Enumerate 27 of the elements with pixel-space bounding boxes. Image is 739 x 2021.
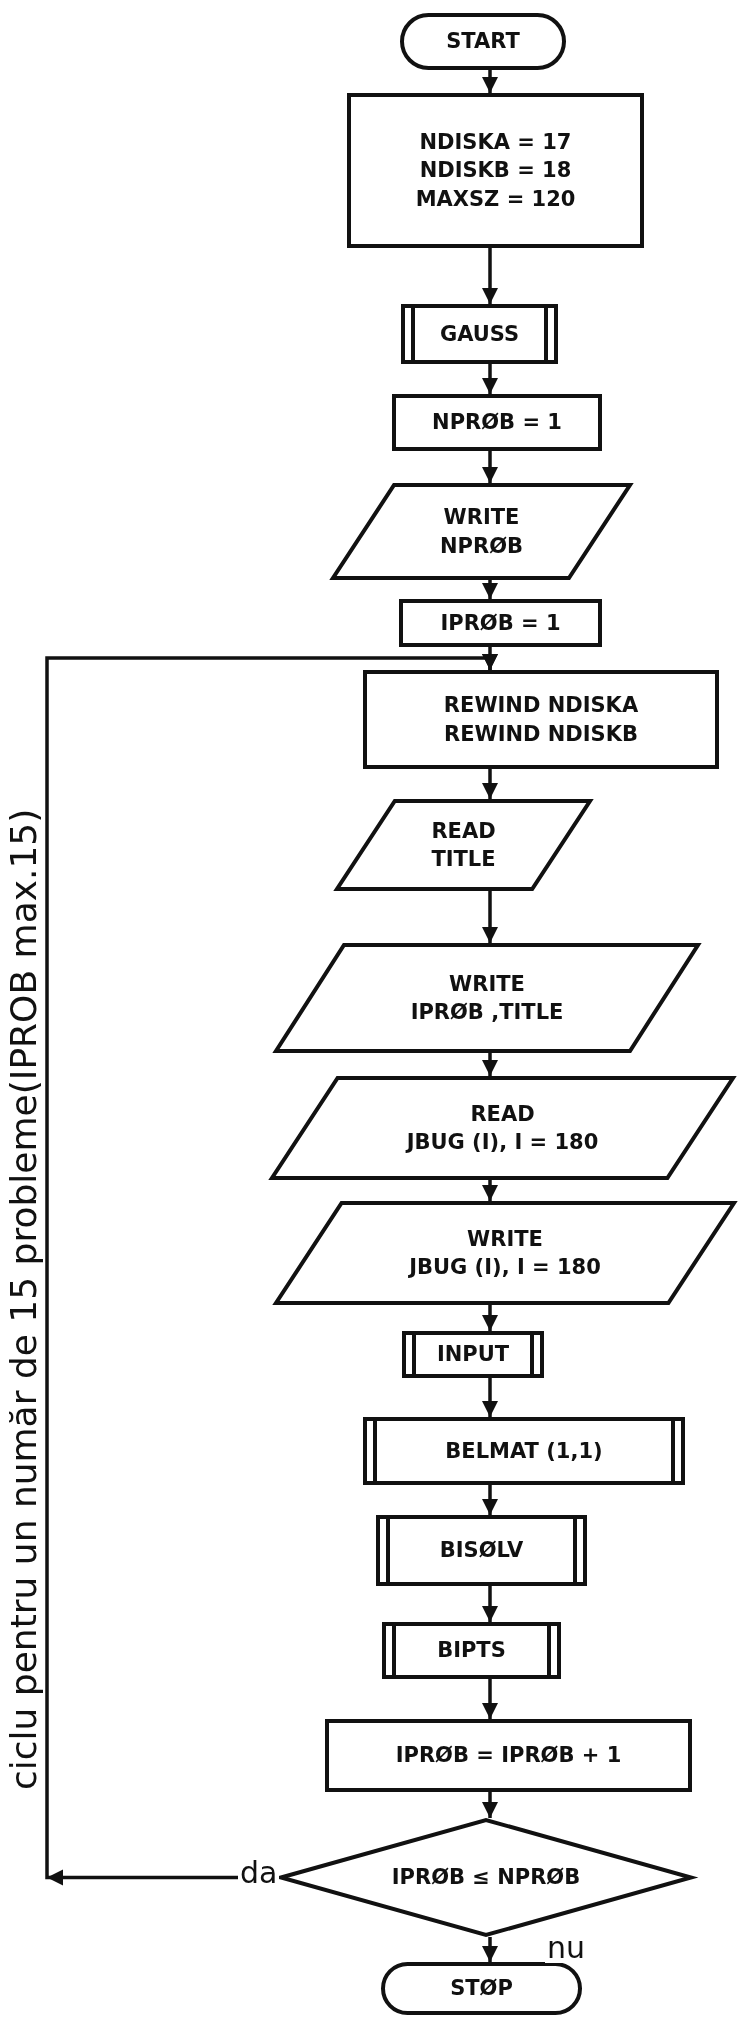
statement-text: START <box>446 28 520 56</box>
loop-caption: ciclu pentru un număr de 15 probleme(IPROB max.15) <box>6 808 42 1790</box>
statement-text: MAXSZ = 120 <box>415 185 576 213</box>
statement-text: GAUSS <box>439 320 520 348</box>
statement-text: NDISKB = 18 <box>419 157 572 185</box>
statement-text: NPRØB = 1 <box>432 409 562 437</box>
statement-text: IPRØB ≤ NPRØB <box>391 1864 581 1892</box>
statement-text: STØP <box>450 1975 513 2003</box>
statement-text: WRITE <box>443 504 520 532</box>
statement-text: BELMAT (1,1) <box>445 1437 603 1465</box>
statement-text: JBUG (I), I = 180 <box>409 1254 601 1281</box>
statement-text: REWIND NDISKB <box>443 720 638 748</box>
statement-text: BISØLV <box>439 1537 524 1565</box>
statement-text: REWIND NDISKA <box>443 692 639 720</box>
statement-text: IPRØB ,TITLE <box>410 999 564 1026</box>
statement-text: READ <box>470 1100 535 1128</box>
statement-text: INPUT <box>436 1341 510 1369</box>
statement-text: NPRØB <box>440 532 523 560</box>
statement-text: IPRØB = IPRØB + 1 <box>395 1742 622 1770</box>
statement-text: JBUG (I), I = 180 <box>406 1129 599 1156</box>
statement-text: TITLE <box>431 846 496 873</box>
statement-text: IPRØB = 1 <box>440 609 561 637</box>
statement-text: WRITE <box>467 1225 543 1253</box>
statement-text: WRITE <box>449 970 525 998</box>
statement-text: READ <box>431 817 496 845</box>
statement-text: NDISKA = 17 <box>419 129 572 156</box>
statement-text: BIPTS <box>437 1637 506 1665</box>
